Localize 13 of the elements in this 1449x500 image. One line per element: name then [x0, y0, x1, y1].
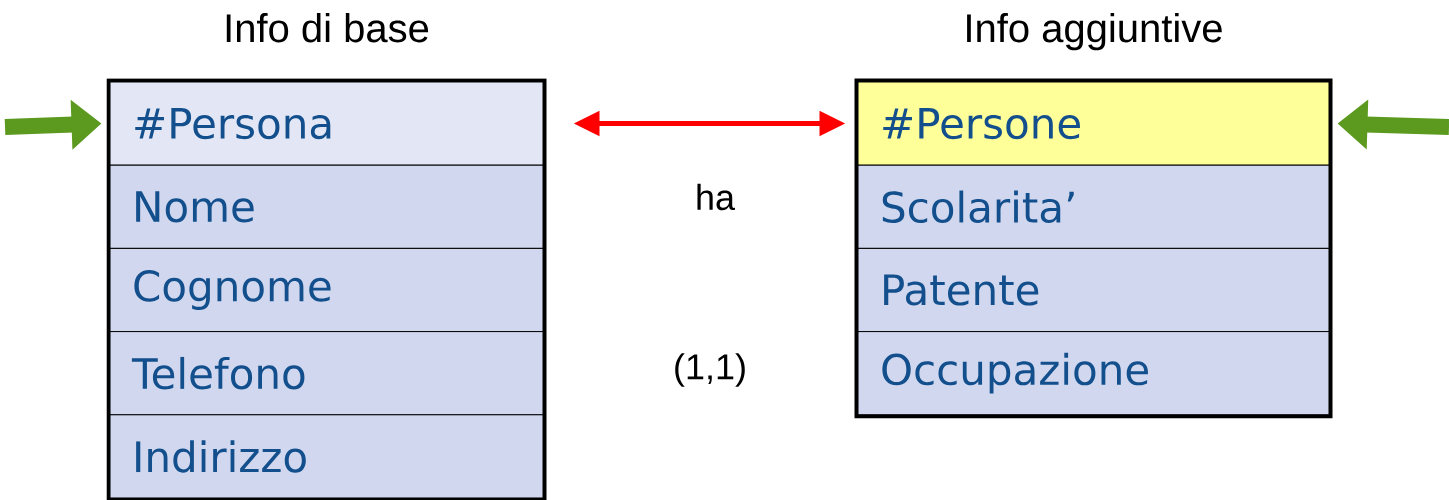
table-heading: Info aggiuntive: [967, 13, 1222, 51]
table-row: Nome: [109, 164, 544, 249]
table-row: Occupazione: [857, 331, 1330, 416]
table-row: Indirizzo: [109, 414, 544, 499]
table-row: #Persona: [109, 81, 544, 166]
table-row: #Persone: [857, 81, 1330, 166]
edge-label: ha: [697, 183, 735, 211]
table-row: Telefono: [109, 331, 544, 416]
table-row: Patente: [857, 247, 1330, 333]
table-row: Cognome: [109, 247, 544, 333]
table-row: Scolarita’: [857, 164, 1330, 249]
cardinality-label: (1,1): [675, 353, 745, 387]
table-heading: Info di base: [226, 13, 429, 43]
